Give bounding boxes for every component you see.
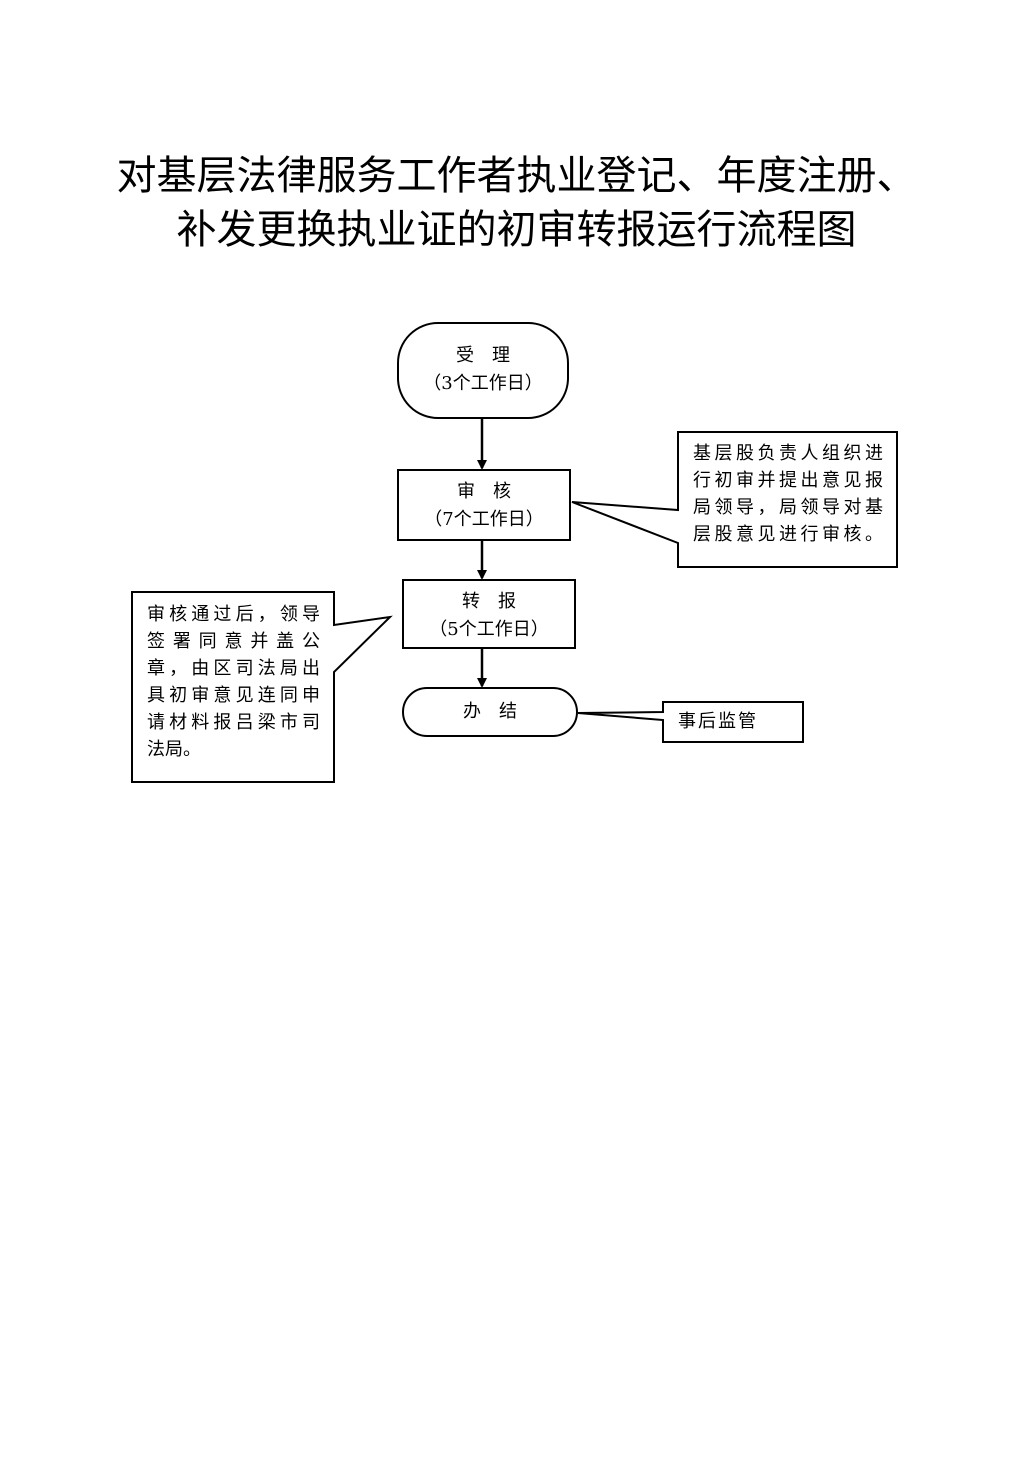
- review-note-line: 基层股负责人组织进: [693, 443, 883, 464]
- review-note-line: 层股意见进行审核。: [693, 524, 883, 545]
- review-note-line: 局领导，局领导对基: [693, 497, 883, 518]
- node-forward-label: 转 报: [462, 591, 516, 612]
- node-complete: 办 结: [403, 698, 577, 726]
- complete-note-callout: [577, 701, 804, 743]
- node-review-shape: [397, 469, 571, 541]
- forward-note-line: 请材料报吕梁市司: [147, 712, 320, 733]
- page-title-line-1: 对基层法律服务工作者执业登记、年度注册、: [116, 153, 917, 199]
- forward-note-line: 法局。: [147, 739, 201, 760]
- complete-note-text: 事后监管: [678, 708, 768, 735]
- node-review-duration: （7个工作日）: [424, 509, 544, 530]
- node-accept-duration: （3个工作日）: [423, 373, 543, 394]
- node-forward-duration: （5个工作日）: [429, 619, 549, 640]
- review-note-text: 基层股负责人组织进 行初审并提出意见报 局领导，局领导对基 层股意见进行审核。: [693, 440, 883, 548]
- node-review: 审 核 （7个工作日）: [398, 478, 570, 534]
- review-note-callout: [571, 431, 898, 568]
- node-complete-shape: [402, 687, 578, 737]
- forward-note-line: 章，由区司法局出: [147, 658, 320, 679]
- node-complete-label: 办 结: [463, 701, 517, 722]
- complete-note-line: 事后监管: [678, 711, 758, 732]
- forward-note-line: 审核通过后，领导: [147, 604, 320, 625]
- page-title-line-2: 补发更换执业证的初审转报运行流程图: [176, 207, 857, 253]
- forward-note-text: 审核通过后，领导 签署同意并盖公 章，由区司法局出 具初审意见连同申 请材料报吕…: [147, 601, 320, 763]
- node-forward: 转 报 （5个工作日）: [403, 588, 575, 644]
- forward-note-line: 具初审意见连同申: [147, 685, 320, 706]
- review-note-line: 行初审并提出意见报: [693, 470, 883, 491]
- node-review-label: 审 核: [457, 481, 511, 502]
- forward-note-line: 签署同意并盖公: [147, 631, 320, 652]
- node-forward-shape: [402, 579, 576, 649]
- node-accept: 受 理 （3个工作日）: [398, 342, 568, 398]
- forward-note-callout: [131, 591, 393, 783]
- node-accept-label: 受 理: [456, 345, 510, 366]
